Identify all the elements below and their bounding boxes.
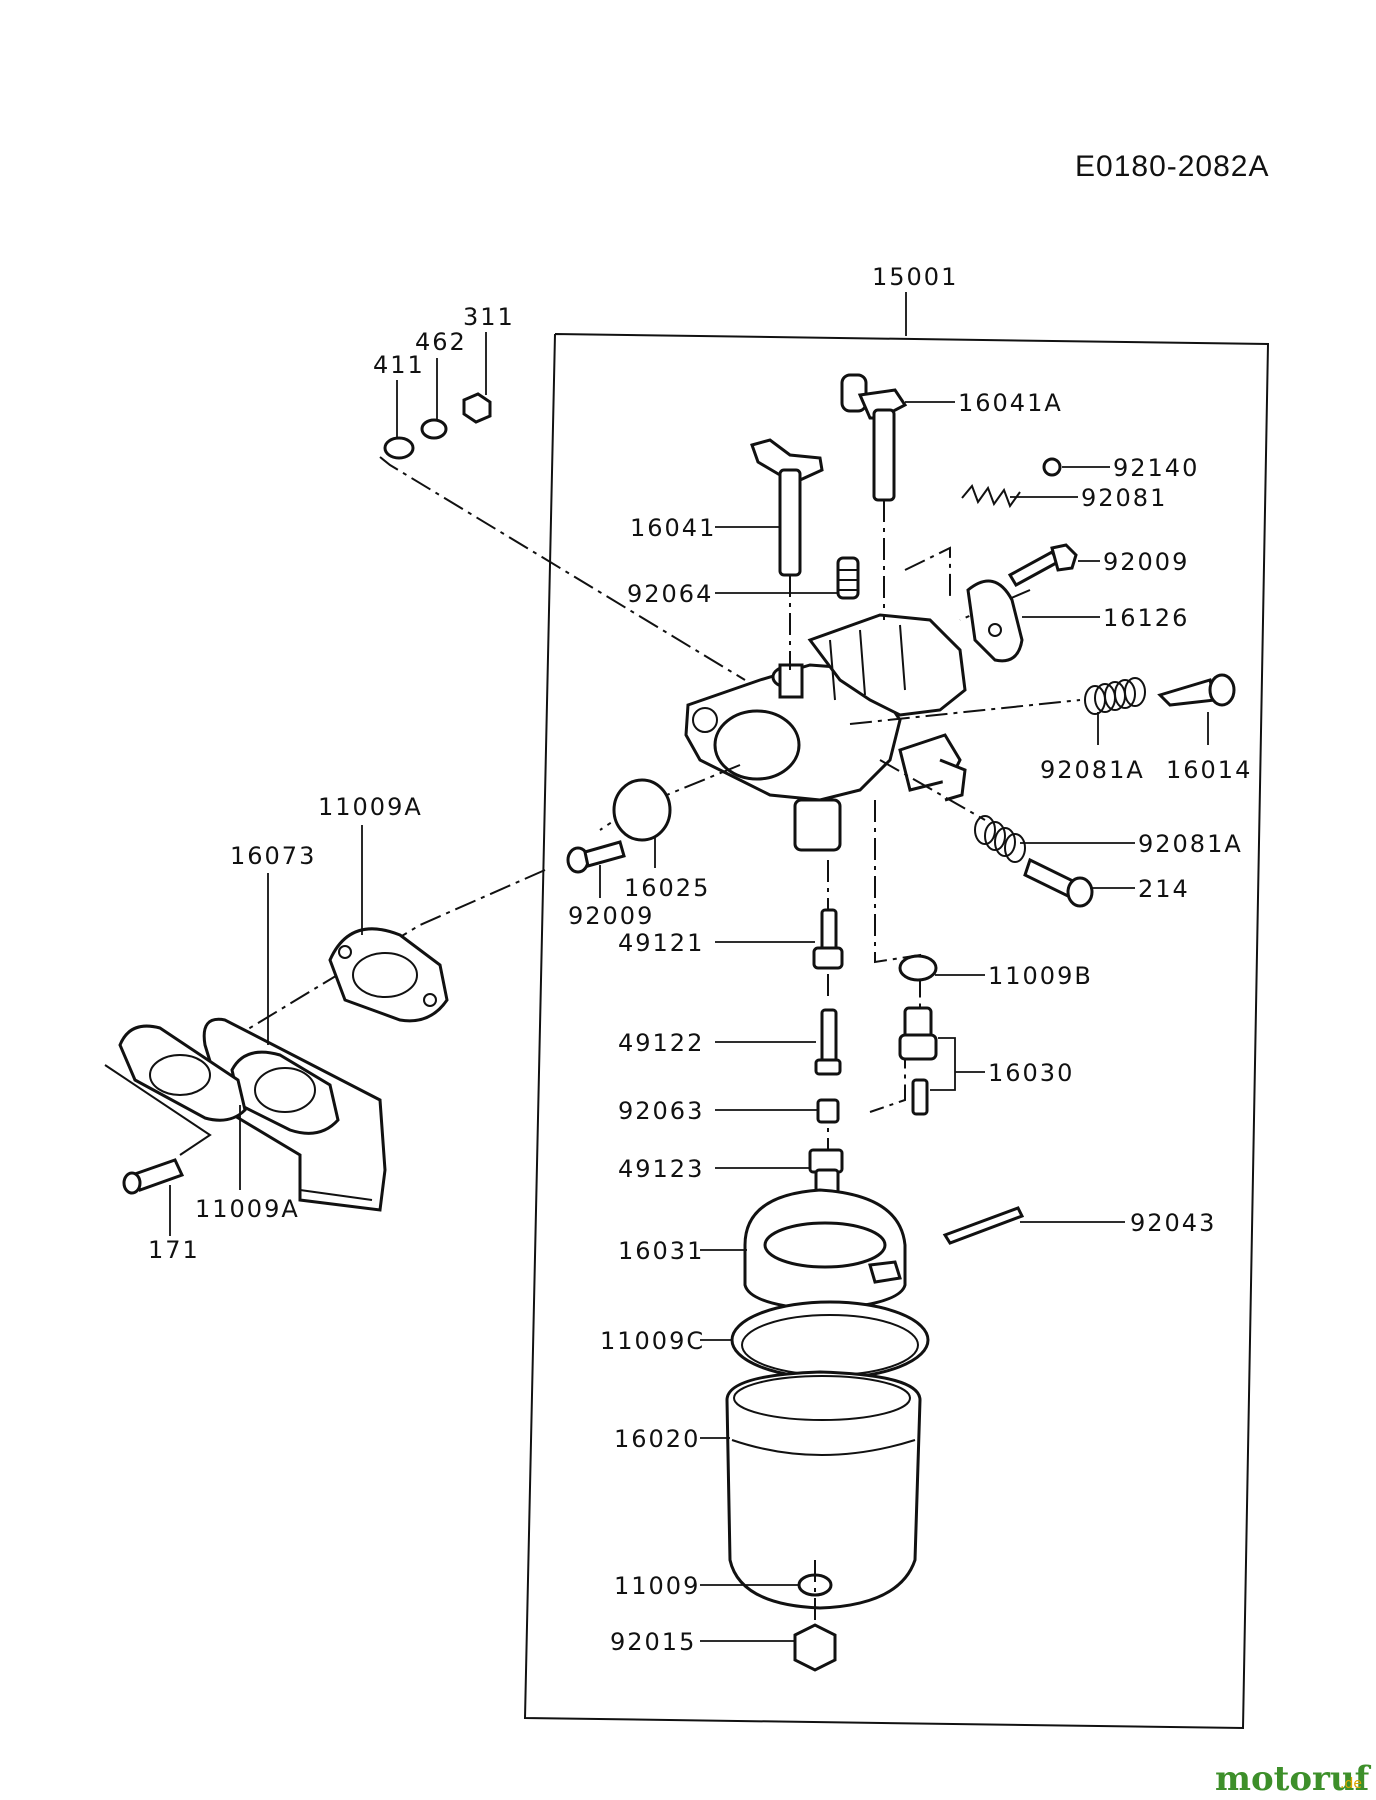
stud-axis [104, 1064, 212, 1156]
spring-92081A-mid [974, 815, 1026, 863]
jet-92063 [816, 1098, 840, 1124]
label-49121: 49121 [618, 929, 704, 957]
spring-92081A-top [1084, 677, 1146, 715]
label-16041A: 16041A [958, 389, 1063, 417]
label-16031: 16031 [618, 1237, 704, 1265]
label-49123: 49123 [618, 1155, 704, 1183]
screw-92009-left [566, 840, 626, 874]
diagram-code: E0180-2082A [1075, 150, 1270, 183]
pin-92043 [942, 1206, 1025, 1245]
leader-lines [169, 332, 1209, 1642]
label-16025: 16025 [624, 874, 710, 902]
gasket-11009A-bottom [118, 1024, 247, 1122]
label-411: 411 [373, 351, 425, 379]
washer-462 [420, 418, 448, 440]
label-92009-left: 92009 [568, 902, 654, 930]
label-311: 311 [463, 303, 515, 331]
stud-171 [122, 1158, 185, 1195]
screw-16014 [1157, 673, 1236, 707]
shaft-16041A [840, 373, 908, 502]
washer-411 [383, 436, 415, 460]
intake-axis [229, 869, 546, 1041]
label-16014: 16014 [1166, 756, 1252, 784]
gasket-11009A-top [328, 927, 449, 1023]
shaft-16041 [750, 438, 824, 577]
label-214: 214 [1138, 875, 1190, 903]
nut-92015 [793, 1623, 837, 1672]
label-92064: 92064 [627, 580, 713, 608]
throttle-stop-axis [904, 546, 951, 600]
screw-214 [1023, 857, 1094, 908]
watermark-tld: .de [1340, 1776, 1362, 1792]
label-92081A-top: 92081A [1040, 756, 1145, 784]
label-11009A-bottom: 11009A [195, 1195, 300, 1223]
label-16073: 16073 [230, 842, 316, 870]
jet-49122 [814, 1008, 842, 1076]
idle-screw-axis [849, 699, 1081, 725]
screw-92064 [836, 556, 860, 600]
jet-49121 [812, 908, 844, 970]
label-92081A-mid: 92081A [1138, 830, 1243, 858]
valve-16030 [898, 1006, 938, 1116]
watermark-brand: motoruf [1215, 1759, 1372, 1799]
label-16126: 16126 [1103, 604, 1189, 632]
carburetor-body-15001 [684, 613, 967, 852]
float-16031 [743, 1188, 907, 1312]
spring-92081 [961, 484, 1021, 509]
label-11009C: 11009C [600, 1327, 705, 1355]
plate-16126 [966, 579, 1024, 663]
label-11009A-top: 11009A [318, 793, 423, 821]
nut-311 [462, 392, 492, 424]
label-16030: 16030 [988, 1059, 1074, 1087]
label-92063: 92063 [618, 1097, 704, 1125]
insulator-16073 [202, 1017, 387, 1212]
label-92140: 92140 [1113, 454, 1199, 482]
bowl-16020 [725, 1370, 922, 1610]
washer-11009B [898, 954, 938, 982]
label-15001: 15001 [872, 263, 958, 291]
label-11009B: 11009B [988, 962, 1093, 990]
label-92081: 92081 [1081, 484, 1167, 512]
assembly-frame [523, 333, 1270, 1730]
label-171: 171 [148, 1236, 200, 1264]
label-16020: 16020 [614, 1425, 700, 1453]
ball-92140 [1042, 457, 1062, 477]
mount-axis-left [379, 456, 746, 681]
label-92009-top: 92009 [1103, 548, 1189, 576]
plate-16025 [612, 778, 672, 842]
label-92043: 92043 [1130, 1209, 1216, 1237]
pilot-screw-axis [879, 759, 986, 821]
label-16041: 16041 [630, 514, 716, 542]
label-11009: 11009 [614, 1572, 700, 1600]
label-462: 462 [415, 328, 467, 356]
label-92015: 92015 [610, 1628, 696, 1656]
label-49122: 49122 [618, 1029, 704, 1057]
float-chamber-axis [869, 800, 921, 1113]
oring-11009C [730, 1300, 930, 1380]
screw-92009-top [1007, 543, 1078, 588]
